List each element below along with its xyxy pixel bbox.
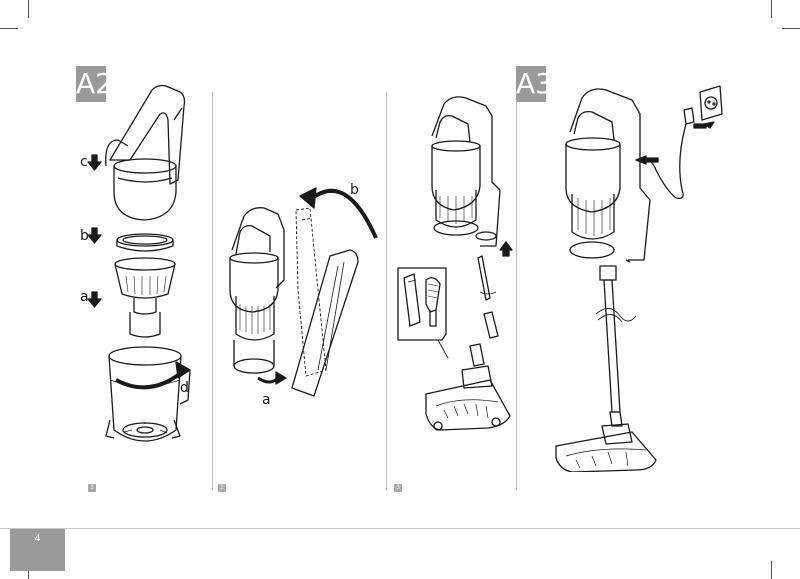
callout-d: d — [180, 380, 189, 396]
callout-a: a — [80, 289, 89, 305]
crop-mark-top-right-h — [782, 28, 800, 29]
footer-rule — [0, 528, 800, 529]
bin-release-illustration: b a — [218, 170, 386, 410]
charging-illustration — [536, 80, 732, 472]
divider-1 — [212, 92, 213, 490]
crop-mark-top-right-v — [771, 0, 772, 18]
fig2-callout-a: a — [262, 392, 271, 408]
page-number-box — [10, 529, 65, 571]
page-number: 4 — [34, 533, 41, 544]
attachment-assembly-illustration — [392, 86, 516, 446]
crop-mark-top-left-h — [0, 28, 18, 29]
exploded-view-illustration: c b a d — [70, 80, 210, 460]
figure-number-3: 3 — [394, 484, 402, 492]
callout-c: c — [80, 154, 88, 170]
callout-b: b — [80, 228, 89, 244]
divider-2 — [386, 92, 387, 490]
figure-number-2: 2 — [218, 484, 226, 492]
divider-3 — [516, 100, 517, 490]
crop-mark-bottom-right-v — [771, 561, 772, 579]
figure-number-1: 1 — [88, 484, 96, 492]
fig2-callout-b: b — [350, 182, 359, 198]
crop-mark-top-left-v — [28, 0, 29, 18]
